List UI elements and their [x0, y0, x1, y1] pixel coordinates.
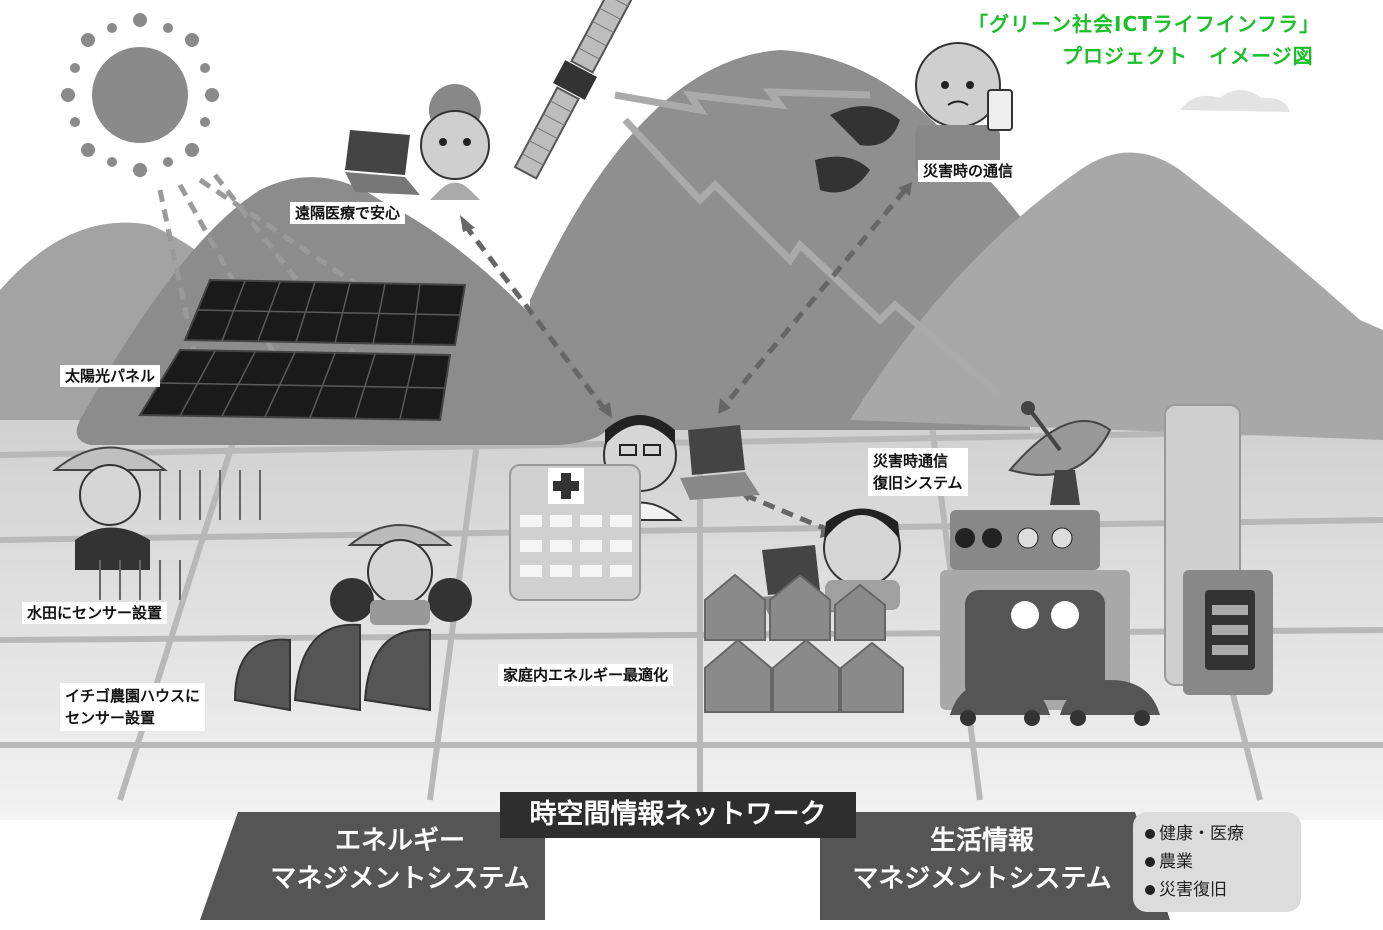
power-station	[940, 404, 1273, 726]
legend-box: 健康・医療 農業 災害復旧	[1133, 812, 1301, 912]
satellite-dish-icon	[1008, 401, 1112, 505]
greenhouses	[233, 623, 431, 712]
label-remote-medical: 遠隔医療で安心	[290, 202, 406, 224]
label-disaster-recovery: 災害時通信 復旧システム	[868, 448, 968, 496]
legend-item: 災害復旧	[1145, 876, 1289, 904]
communication-arrows	[463, 188, 907, 533]
label-solar-panel: 太陽光パネル	[60, 365, 161, 387]
legend-health: 健康・医療	[1159, 824, 1244, 844]
solar-panels	[138, 278, 467, 422]
label-paddy-sensor: 水田にセンサー設置	[22, 602, 168, 624]
energy-management-title: エネルギー マネジメントシステム	[260, 822, 540, 898]
life-line1: 生活情報	[929, 826, 1034, 856]
label-strawberry-line1: イチゴ農園ハウスに	[65, 687, 201, 705]
title-line-2: プロジェクト イメージ図	[1062, 44, 1314, 68]
cloud-icon	[1180, 90, 1290, 112]
label-disaster-communication: 災害時の通信	[918, 160, 1019, 182]
ground	[0, 400, 1383, 820]
label-strawberry-line2: センサー設置	[65, 709, 156, 727]
legend-item: 農業	[1145, 848, 1289, 876]
life-line2: マネジメントシステム	[852, 864, 1112, 894]
houses	[704, 573, 904, 713]
label-home-energy: 家庭内エネルギー最適化	[498, 664, 674, 686]
bullet-icon	[1145, 857, 1155, 867]
energy-line2: マネジメントシステム	[270, 864, 530, 894]
legend-item: 健康・医療	[1145, 820, 1289, 848]
legend-disaster-recovery: 災害復旧	[1159, 880, 1227, 900]
bullet-icon	[1145, 829, 1155, 839]
bullet-icon	[1145, 885, 1155, 895]
title-line-1: 「グリーン社会ICTライフインフラ」	[968, 12, 1321, 36]
energy-line1: エネルギー	[334, 826, 465, 856]
label-disaster-recovery-line1: 災害時通信	[873, 452, 949, 470]
strawberry-farmer-figure	[330, 524, 472, 625]
grandmother-figure	[345, 84, 490, 200]
hospital-building	[509, 464, 641, 601]
network-title: 時空間情報ネットワーク	[500, 792, 856, 838]
legend-agriculture: 農業	[1159, 852, 1193, 872]
label-disaster-recovery-line2: 復旧システム	[873, 474, 963, 492]
rice-farmer-figure	[52, 446, 168, 570]
bottom-panels	[200, 812, 1170, 920]
satellite-signal	[614, 88, 1003, 398]
sun-icon	[61, 13, 219, 177]
satellite-icon	[513, 0, 637, 180]
label-strawberry-sensor: イチゴ農園ハウスに センサー設置	[60, 683, 206, 731]
life-management-title: 生活情報 マネジメントシステム	[822, 822, 1142, 898]
rice-plants	[99, 470, 261, 600]
